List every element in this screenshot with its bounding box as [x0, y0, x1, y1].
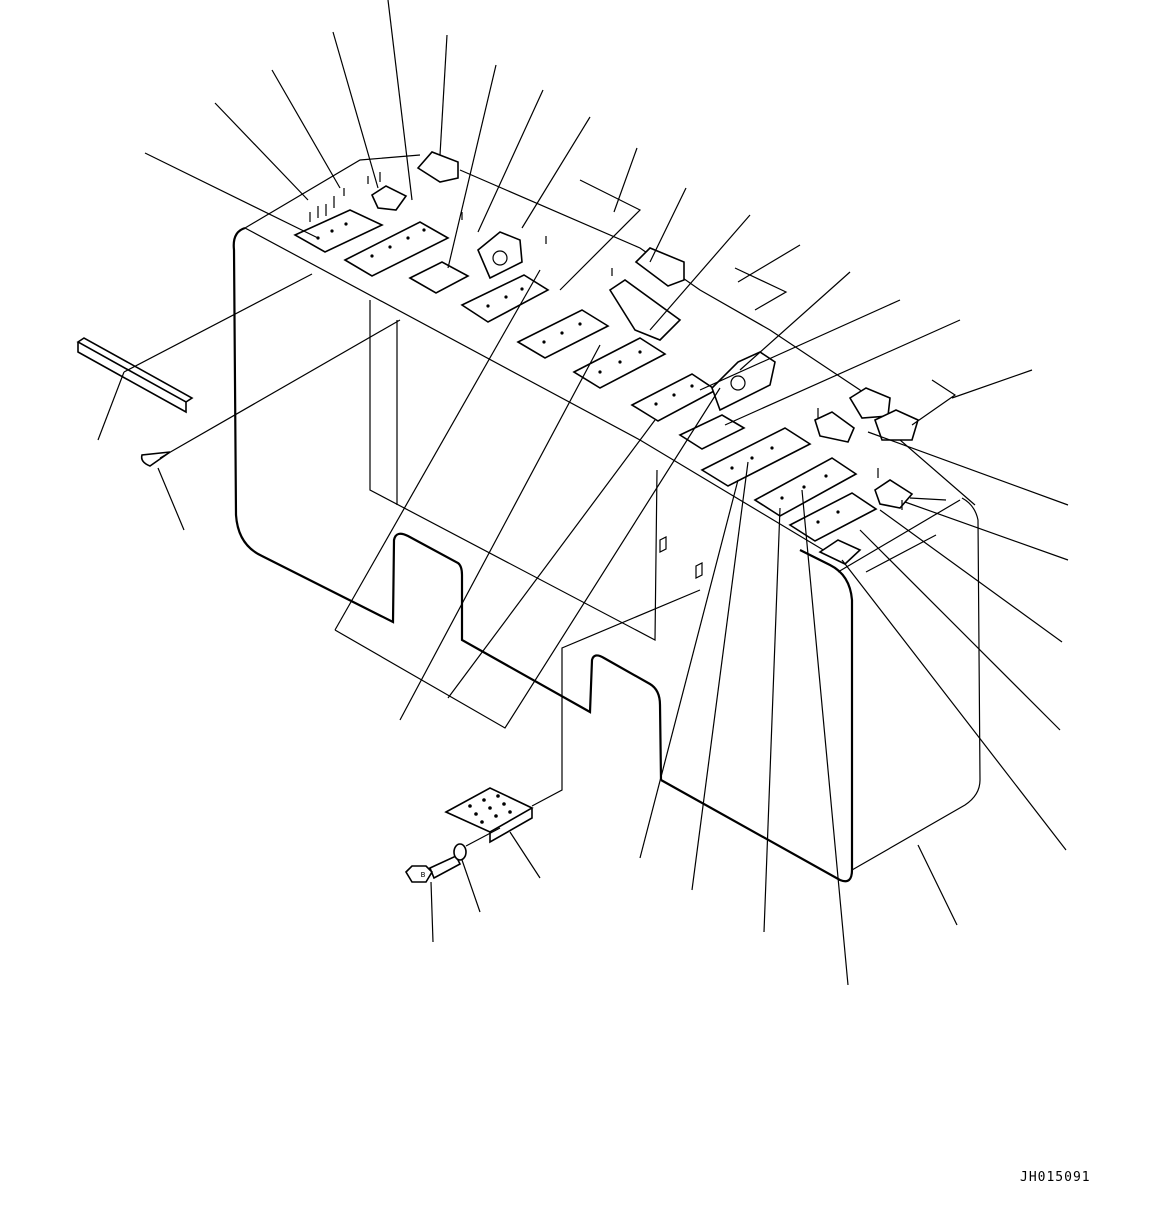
brackets [309, 151, 919, 579]
group-bracket-2 [734, 267, 788, 311]
cover-plate-2 [343, 221, 450, 277]
lift-eye-left-hole [492, 250, 508, 266]
stud-cluster-2 [367, 172, 903, 510]
rubber-strip [76, 337, 194, 414]
group-bracket-3 [911, 379, 957, 426]
right-end-block [660, 549, 854, 883]
clamp-right-1 [814, 411, 855, 443]
guard-body [232, 154, 981, 883]
group-bracket-4 [334, 387, 721, 729]
small-tab-1 [659, 536, 667, 553]
group-bracket-1 [559, 179, 642, 291]
lift-eye-left [477, 231, 523, 280]
inner-cutout [369, 300, 658, 641]
loose-parts: B [76, 337, 534, 883]
step-bracket-holes [468, 794, 512, 824]
step-bracket-leader [531, 589, 701, 807]
bracket-top-mid [634, 247, 685, 287]
right-end-back-top [837, 499, 961, 573]
step-bracket [444, 787, 534, 844]
washer [453, 843, 467, 861]
cover-plate-9 [700, 427, 812, 487]
cover-plate-3 [408, 261, 470, 294]
washer-tag: B [421, 871, 426, 879]
leader-lines [97, 0, 1069, 986]
cover-plate-4 [460, 274, 550, 323]
top-deck-back-edge [244, 154, 421, 229]
cover-plate-1 [293, 209, 384, 253]
bolt-dots [316, 222, 840, 524]
lift-eye-right-hole [730, 375, 746, 391]
clamp-right-3 [818, 539, 862, 565]
clamp-right-2 [874, 479, 914, 509]
rivet [140, 451, 171, 467]
drawing-id-label: JH015091 [1020, 1170, 1091, 1185]
left-end-wall [232, 226, 663, 781]
cover-plates [293, 209, 878, 542]
hex-bolt [404, 854, 462, 883]
stud-cluster-1 [309, 188, 345, 222]
bracket-top-left [416, 151, 459, 183]
bracket-right-1 [848, 387, 891, 419]
small-tab-2 [695, 562, 703, 579]
cover-plate-8 [678, 414, 746, 450]
clamp-left-top [370, 185, 408, 211]
lift-eye-right [711, 351, 776, 412]
right-end-back [851, 497, 981, 871]
bracket-angled-mid [608, 279, 682, 341]
